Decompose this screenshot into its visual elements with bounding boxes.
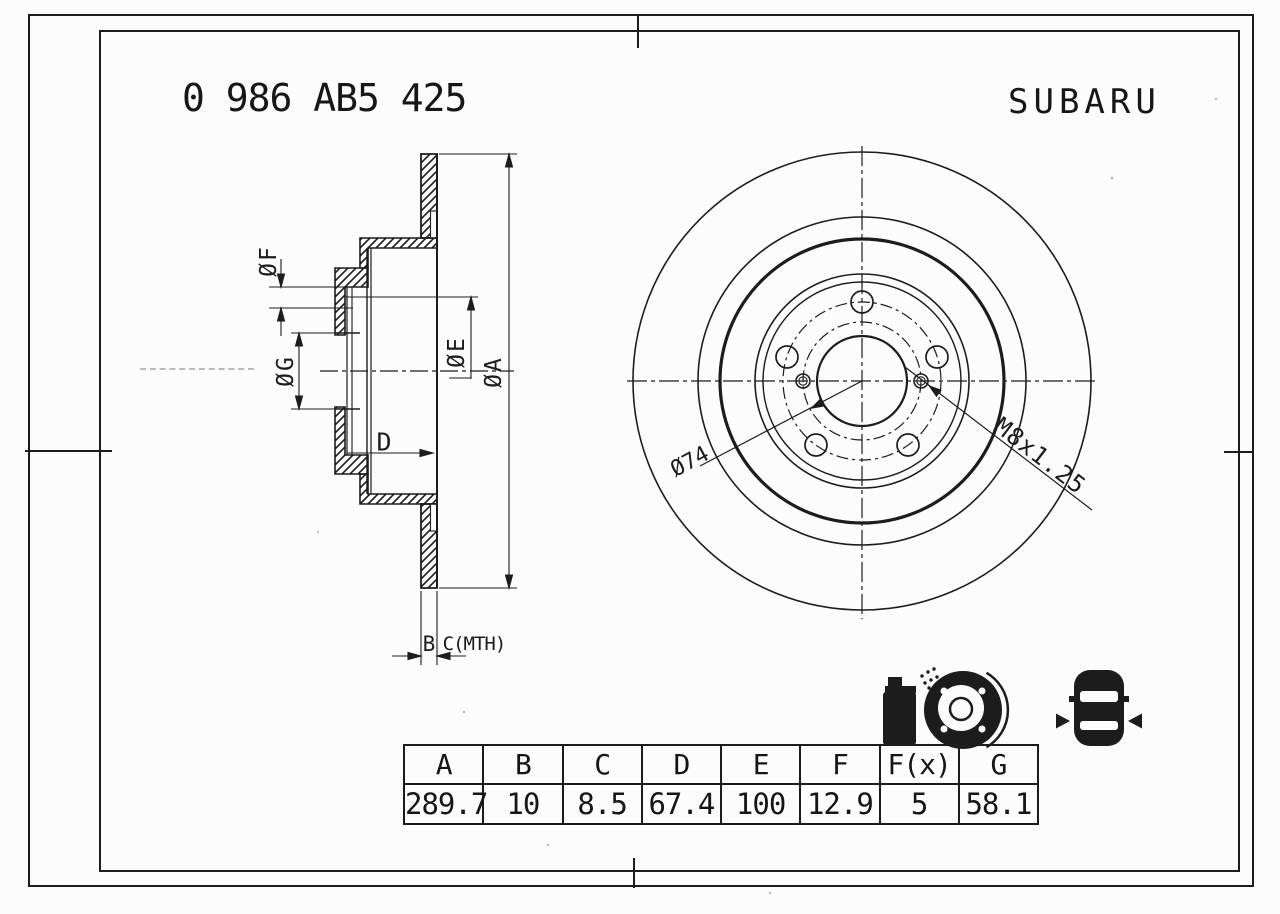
part-number: 0 986 AB5 425 bbox=[182, 76, 467, 120]
label-dia74: Ø74 bbox=[667, 442, 714, 483]
bolt-hole bbox=[896, 433, 920, 457]
dim-label-dia-f: ØF bbox=[256, 245, 282, 277]
spec-header-d: D bbox=[640, 744, 723, 785]
section-view: ØF ØG ØE ØA D B C(MTH) bbox=[256, 151, 517, 665]
spec-table-header-row: A B C D E F F(x) G bbox=[402, 744, 1040, 785]
center-bore bbox=[815, 334, 909, 428]
bolt-hole bbox=[804, 433, 828, 457]
disc-outer-edge bbox=[632, 151, 1092, 611]
scan-speckles bbox=[316, 97, 1218, 895]
spec-value-f: 12.9 bbox=[799, 783, 881, 825]
spec-header-b: B bbox=[482, 744, 564, 785]
section-flange-bottom bbox=[334, 406, 369, 475]
dim-label-c-mth: C(MTH) bbox=[443, 633, 506, 655]
brand-name: SUBARU bbox=[1008, 82, 1161, 122]
spec-header-a: A bbox=[402, 744, 485, 785]
section-dimensions bbox=[269, 151, 517, 665]
bolt-circle bbox=[782, 301, 942, 461]
service-hole bbox=[913, 373, 929, 389]
rear-axle-arrow-right bbox=[1128, 713, 1142, 729]
spec-header-g: G bbox=[957, 744, 1040, 785]
rear-axle-arrow-left bbox=[1056, 713, 1070, 729]
service-hole bbox=[795, 373, 811, 389]
front-view: Ø74 M8x1.25 bbox=[627, 146, 1099, 619]
frame-tick-left bbox=[25, 450, 112, 452]
spec-header-fx: F(x) bbox=[878, 744, 960, 785]
dim-label-b: B bbox=[423, 632, 436, 656]
dim-label-dia-g: ØG bbox=[273, 355, 299, 387]
spec-table-value-row: 289.7 10 8.5 67.4 100 12.9 5 58.1 bbox=[402, 783, 1040, 825]
arrowhead bbox=[928, 385, 942, 398]
bolt-hole bbox=[775, 345, 799, 369]
spec-table: A B C D E F F(x) G 289.7 10 8.5 67.4 100… bbox=[402, 744, 1040, 825]
service-hole-thread bbox=[916, 376, 926, 386]
hat-outer-edge bbox=[718, 237, 1006, 525]
flange-edge bbox=[762, 281, 962, 481]
arrowhead bbox=[434, 651, 451, 661]
spec-value-g: 58.1 bbox=[957, 783, 1040, 825]
dim-label-dia-a: ØA bbox=[481, 356, 507, 388]
service-hole-circle bbox=[802, 321, 922, 441]
service-hole-thread bbox=[798, 376, 808, 386]
arrowhead bbox=[407, 651, 424, 661]
arrowhead bbox=[504, 151, 514, 168]
spec-header-c: C bbox=[561, 744, 643, 785]
arrowhead bbox=[504, 574, 514, 591]
dim-label-dia-e: ØE bbox=[444, 336, 470, 368]
bolt-hole bbox=[850, 290, 874, 314]
arrowhead bbox=[419, 448, 436, 458]
bolt-hole bbox=[925, 345, 949, 369]
service-holes bbox=[795, 373, 929, 389]
dim-label-d: D bbox=[376, 428, 391, 457]
spec-value-c: 8.5 bbox=[561, 783, 643, 825]
scan-artifact bbox=[140, 368, 254, 370]
frame-tick-top bbox=[637, 14, 639, 48]
arrowhead bbox=[276, 305, 286, 322]
frame-tick-right bbox=[1224, 451, 1254, 453]
spec-value-d: 67.4 bbox=[640, 783, 723, 825]
frame-tick-bottom bbox=[633, 858, 635, 888]
spec-value-a: 289.7 bbox=[402, 783, 488, 825]
car-rear-axle-icon bbox=[1056, 670, 1142, 746]
hat-step-edge bbox=[754, 273, 970, 489]
label-m8-thread: M8x1.25 bbox=[989, 412, 1092, 500]
arrowhead bbox=[810, 398, 825, 409]
arrowhead bbox=[294, 395, 304, 412]
friction-band-inner-edge bbox=[697, 216, 1027, 546]
spec-value-fx: 5 bbox=[878, 783, 960, 825]
spec-header-f: F bbox=[799, 744, 881, 785]
arrowhead bbox=[294, 330, 304, 347]
spec-value-e: 100 bbox=[719, 783, 802, 825]
coated-disc-icon bbox=[883, 667, 1010, 749]
icon-bolt-holes bbox=[940, 687, 986, 733]
arrowhead bbox=[466, 294, 476, 311]
spec-header-e: E bbox=[719, 744, 802, 785]
spec-value-b: 10 bbox=[482, 783, 564, 825]
bolt-holes bbox=[775, 290, 949, 457]
arrowhead bbox=[276, 273, 286, 290]
leader-dia74 bbox=[699, 380, 863, 467]
